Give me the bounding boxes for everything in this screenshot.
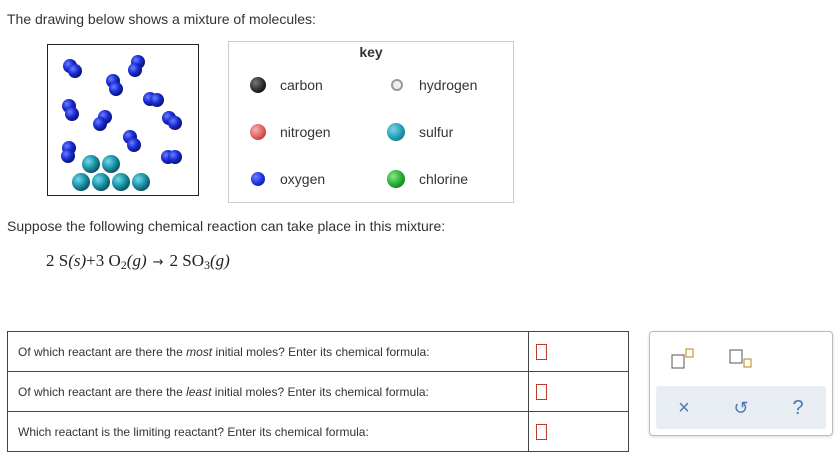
- eq-product: 2 SO: [169, 251, 205, 270]
- question-row: Which reactant is the limiting reactant?…: [7, 411, 629, 452]
- answer-input-limiting[interactable]: [536, 423, 547, 440]
- undo-icon: ↺: [733, 397, 749, 418]
- key-item-oxygen: oxygen: [250, 169, 325, 189]
- oxygen-molecule: [62, 99, 79, 121]
- undo-button[interactable]: ↺: [727, 394, 755, 422]
- key-label: hydrogen: [419, 77, 478, 93]
- oxygen-molecule: [63, 59, 82, 78]
- question-text: initial moles? Enter its chemical formul…: [211, 384, 429, 399]
- chemical-equation: 2 S(s)+3 O2(g)→2 SO3(g): [46, 251, 230, 273]
- answer-cell: [528, 411, 629, 452]
- eq-sub-2: 2: [120, 258, 127, 272]
- key-label: nitrogen: [280, 124, 331, 140]
- answer-cell: [528, 331, 629, 372]
- mixture-svg: [61, 55, 182, 191]
- answer-tools-panel: × ↺ ?: [649, 331, 833, 436]
- question-emphasis: least: [186, 384, 212, 399]
- eq-reactant-s: 2 S: [46, 251, 69, 270]
- key-item-nitrogen: nitrogen: [250, 122, 331, 142]
- question-text: Of which reactant are there the: [18, 344, 187, 359]
- oxygen-molecule: [61, 141, 76, 163]
- tool-bar: × ↺ ?: [656, 386, 826, 429]
- key-label: oxygen: [280, 171, 326, 187]
- superscript-button[interactable]: [670, 348, 698, 375]
- eq-sub-3: 3: [204, 258, 211, 272]
- intro-text: The drawing below shows a mixture of mol…: [7, 11, 316, 27]
- oxygen-molecule: [143, 92, 164, 107]
- help-icon: ?: [792, 396, 804, 419]
- eq-reactant-o: +3 O: [86, 251, 121, 270]
- oxygen-molecule: [123, 130, 141, 152]
- key-item-chlorine: chlorine: [387, 169, 468, 189]
- key-label: sulfur: [419, 124, 454, 140]
- oxygen-molecule: [93, 110, 112, 131]
- eq-state-g2: (g): [210, 251, 230, 270]
- hydrogen-dot-icon: [391, 79, 403, 91]
- oxygen-molecule: [162, 111, 182, 130]
- nitrogen-dot-icon: [250, 124, 266, 140]
- superscript-icon: [671, 348, 694, 369]
- eq-state-g1: (g): [126, 251, 147, 270]
- answer-input-most[interactable]: [536, 343, 547, 360]
- oxygen-molecule: [106, 74, 123, 96]
- question-text: Which reactant is the limiting reactant?…: [18, 424, 369, 439]
- key-label: chlorine: [419, 171, 469, 187]
- answer-cell: [528, 371, 629, 412]
- key-label: carbon: [280, 77, 323, 93]
- key-item-hydrogen: hydrogen: [389, 75, 477, 95]
- question-cell: Of which reactant are there the most ini…: [7, 331, 529, 372]
- reaction-description: Suppose the following chemical reaction …: [7, 218, 446, 234]
- clear-button[interactable]: ×: [670, 394, 698, 422]
- questions-table: Of which reactant are there the most ini…: [7, 331, 629, 452]
- question-row: Of which reactant are there the most ini…: [7, 331, 629, 372]
- help-button[interactable]: ?: [784, 394, 812, 422]
- question-cell: Which reactant is the limiting reactant?…: [7, 411, 529, 452]
- sulfur-solid: [72, 155, 150, 191]
- question-emphasis: most: [186, 344, 213, 359]
- key-panel: key carbon hydrogen nitrogen sulfur oxyg…: [228, 41, 514, 203]
- carbon-dot-icon: [250, 77, 266, 93]
- key-title: key: [359, 44, 383, 60]
- subscript-icon: [729, 349, 752, 368]
- mixture-drawing: [47, 44, 199, 196]
- question-text: initial moles? Enter its chemical formul…: [212, 344, 430, 359]
- key-item-carbon: carbon: [250, 75, 323, 95]
- clear-icon: ×: [678, 396, 690, 419]
- oxygen-molecule: [161, 150, 182, 164]
- eq-state-s: (s): [68, 251, 87, 270]
- question-row: Of which reactant are there the least in…: [7, 371, 629, 412]
- question-text: Of which reactant are there the: [18, 384, 187, 399]
- subscript-button[interactable]: [728, 348, 756, 375]
- answer-input-least[interactable]: [536, 383, 547, 400]
- question-cell: Of which reactant are there the least in…: [7, 371, 529, 412]
- key-item-sulfur: sulfur: [387, 122, 453, 142]
- reaction-arrow-icon: →: [152, 255, 164, 270]
- chlorine-dot-icon: [387, 170, 405, 188]
- sulfur-dot-icon: [387, 123, 405, 141]
- oxygen-molecule: [128, 55, 145, 77]
- oxygen-dot-icon: [251, 172, 265, 186]
